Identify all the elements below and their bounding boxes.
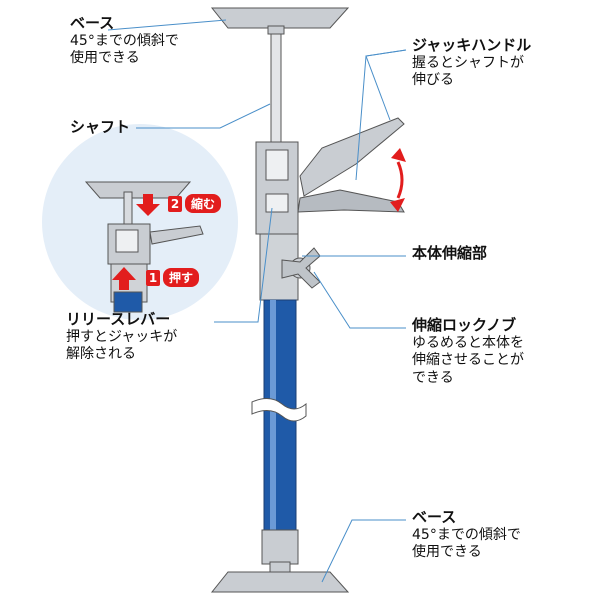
label-shaft-title: シャフト	[70, 118, 131, 136]
inset-step1-number: 1	[146, 269, 160, 286]
label-base-bottom-desc1: 45°までの傾斜で	[412, 526, 521, 543]
label-shaft: シャフト	[70, 118, 130, 137]
label-release-lever-title: リリースレバー	[66, 310, 171, 328]
label-release-lever-desc1: 押すとジャッキが	[66, 328, 178, 345]
shaft-rod	[270, 33, 282, 147]
inset-step1-label: 押す	[163, 268, 200, 287]
leader-lines	[107, 19, 407, 583]
handle-motion-arrow	[390, 148, 406, 212]
label-lock-knob-desc1: ゆるめると本体を	[412, 334, 524, 351]
inset-arrow-down	[136, 194, 160, 216]
jack-body	[255, 141, 299, 235]
label-base-top-desc1: 45°までの傾斜で	[70, 32, 179, 49]
label-base-bottom-title: ベース	[412, 508, 457, 526]
top-base-plate	[210, 7, 350, 35]
label-body-ext: 本体伸縮部	[412, 244, 487, 263]
label-release-lever-desc2: 解除される	[66, 346, 136, 363]
inset-step2-number: 2	[168, 195, 182, 212]
label-body-ext-title: 本体伸縮部	[412, 244, 488, 262]
inset-step2-label: 縮む	[185, 194, 222, 213]
inset-mechanism	[84, 181, 204, 313]
inset-arrow-up	[112, 267, 136, 290]
pole-break-mark	[251, 398, 307, 422]
jack-handle-lower	[297, 189, 405, 213]
label-base-top: ベース 45°までの傾斜で 使用できる	[70, 14, 179, 68]
label-lock-knob-desc2: 伸縮させることが	[412, 352, 524, 369]
label-release-lever: リリースレバー 押すとジャッキが 解除される	[66, 310, 177, 364]
label-base-bottom-desc2: 使用できる	[412, 544, 482, 561]
label-jack-handle-desc2: 伸びる	[412, 72, 454, 89]
label-lock-knob-title: 伸縮ロックノブ	[412, 316, 517, 334]
label-base-top-desc2: 使用できる	[70, 50, 140, 67]
label-jack-handle: ジャッキハンドル 握るとシャフトが 伸びる	[412, 36, 531, 90]
label-jack-handle-title: ジャッキハンドル	[412, 36, 532, 54]
label-base-bottom: ベース 45°までの傾斜で 使用できる	[412, 508, 521, 562]
inset-step1-badge: 1 押す	[146, 268, 200, 287]
label-lock-knob: 伸縮ロックノブ ゆるめると本体を 伸縮させることが できる	[412, 316, 524, 387]
label-base-top-title: ベース	[70, 14, 115, 32]
bottom-base-neck	[269, 561, 291, 573]
blue-pole-highlight	[270, 300, 276, 532]
lock-knob	[281, 247, 321, 289]
inset-step2-badge: 2 縮む	[168, 194, 222, 213]
bottom-base-plate	[210, 571, 350, 593]
jack-handle-upper	[299, 117, 405, 197]
label-lock-knob-desc3: できる	[412, 369, 454, 386]
bottom-collar	[261, 529, 299, 565]
label-jack-handle-desc1: 握るとシャフトが	[412, 54, 524, 71]
